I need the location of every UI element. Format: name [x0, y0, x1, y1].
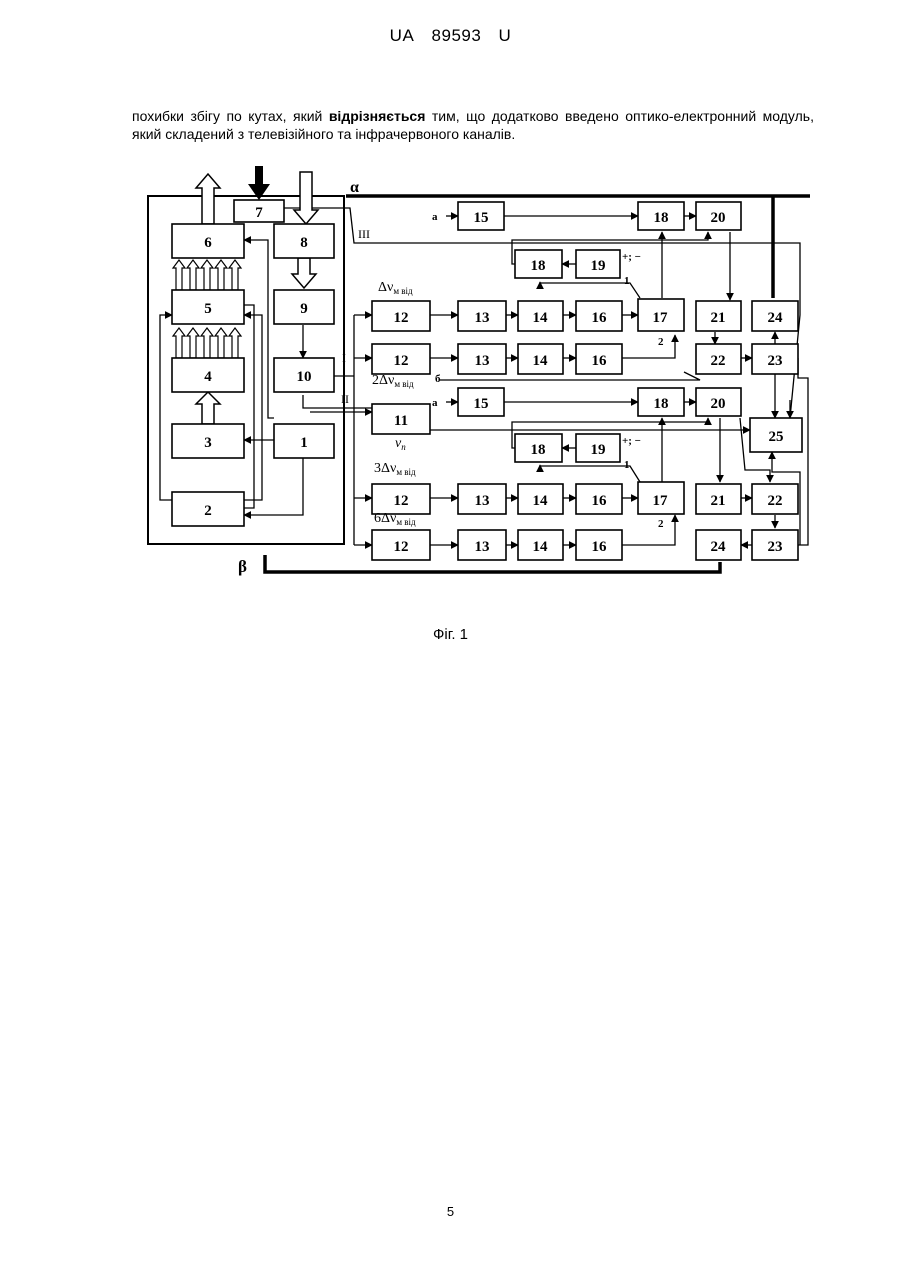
- block-21: 21: [711, 310, 726, 326]
- delta-nu-3: 3Δνм від: [374, 461, 416, 477]
- block-16: 16: [592, 539, 608, 555]
- label-a-mid: a: [432, 397, 438, 409]
- block-13: 13: [475, 493, 490, 509]
- label-2-bottom: 2: [658, 518, 664, 530]
- roman-1: I: [342, 351, 346, 365]
- block-15: 15: [474, 210, 489, 226]
- block-8: 8: [300, 235, 308, 251]
- block-7: 7: [255, 205, 263, 221]
- block-diagram: 6 5 4 3 2 7 8 9 10 1 11 15 18 20 18 19 1…: [130, 160, 830, 600]
- block-14: 14: [533, 310, 549, 326]
- block-17: 17: [653, 493, 669, 509]
- block-13: 13: [475, 310, 490, 326]
- header-country: UA: [390, 26, 415, 45]
- block-16: 16: [592, 493, 608, 509]
- block-16: 16: [592, 310, 608, 326]
- block-6: 6: [204, 235, 212, 251]
- block-22: 22: [711, 353, 726, 369]
- label-plus-minus-top: +; −: [622, 251, 641, 263]
- beta-symbol: β: [238, 557, 247, 576]
- block-24: 24: [768, 310, 784, 326]
- roman-3: III: [358, 227, 370, 241]
- block-12: 12: [394, 310, 409, 326]
- block-20: 20: [711, 396, 726, 412]
- block-13: 13: [475, 539, 490, 555]
- label-plus-minus-mid: +; −: [622, 435, 641, 447]
- block-18: 18: [531, 442, 546, 458]
- block-15: 15: [474, 396, 489, 412]
- figure-caption: Фіг. 1: [0, 626, 901, 643]
- block-18: 18: [531, 258, 546, 274]
- delta-nu-1: Δνм від: [378, 280, 413, 296]
- block-2: 2: [204, 503, 212, 519]
- block-5: 5: [204, 301, 212, 317]
- input-arrow: [248, 166, 270, 200]
- block-18: 18: [654, 396, 669, 412]
- delta-nu-2: 2Δνм від: [372, 373, 414, 389]
- block-18: 18: [654, 210, 669, 226]
- header-number: 89593: [432, 26, 482, 45]
- block-1: 1: [300, 435, 308, 451]
- document-header: UA 89593 U: [0, 26, 901, 46]
- body-paragraph: похибки збігу по кутах, який відрізняєть…: [132, 107, 814, 143]
- block-16: 16: [592, 353, 608, 369]
- block-12: 12: [394, 353, 409, 369]
- block-25: 25: [769, 429, 784, 445]
- block-10: 10: [297, 369, 312, 385]
- block-17: 17: [653, 310, 669, 326]
- block-4: 4: [204, 369, 212, 385]
- paragraph-bold: відрізняється: [329, 108, 426, 124]
- alpha-symbol: α: [350, 179, 359, 196]
- block-19: 19: [591, 442, 606, 458]
- header-kind: U: [499, 26, 512, 45]
- page-number: 5: [0, 1204, 901, 1219]
- block-22: 22: [768, 493, 783, 509]
- block-12: 12: [394, 539, 409, 555]
- label-2-top: 2: [658, 336, 664, 348]
- block-11: 11: [394, 413, 408, 429]
- label-a-top: a: [432, 211, 438, 223]
- block-14: 14: [533, 493, 549, 509]
- roman-2: II: [341, 392, 349, 406]
- block-24: 24: [711, 539, 727, 555]
- block-20: 20: [711, 210, 726, 226]
- block-19: 19: [591, 258, 606, 274]
- label-b-mid: б: [435, 373, 441, 385]
- block-14: 14: [533, 353, 549, 369]
- block-14: 14: [533, 539, 549, 555]
- paragraph-part1: похибки збігу по кутах, який: [132, 108, 329, 124]
- block-12: 12: [394, 493, 409, 509]
- nu-label: νп: [395, 436, 406, 452]
- block-9: 9: [300, 301, 308, 317]
- block-23: 23: [768, 353, 783, 369]
- block-diagram-svg: 6 5 4 3 2 7 8 9 10 1 11 15 18 20 18 19 1…: [130, 160, 830, 600]
- block-13: 13: [475, 353, 490, 369]
- label-1-top: 1: [624, 275, 630, 287]
- label-1-mid: 1: [624, 459, 630, 471]
- block-21: 21: [711, 493, 726, 509]
- block-3: 3: [204, 435, 212, 451]
- block-23: 23: [768, 539, 783, 555]
